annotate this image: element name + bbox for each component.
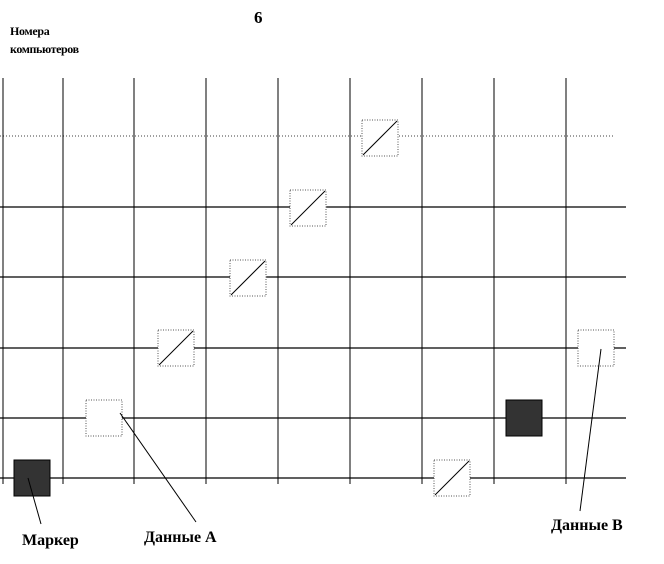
diagonal-hatch [158, 330, 194, 366]
diagonal-hatch [434, 460, 470, 496]
cell-data-a-hatched [361, 119, 399, 157]
figure-label: 6 [254, 8, 263, 27]
data-a-leader [119, 412, 197, 523]
marker-caption: Маркер [22, 532, 79, 549]
diagonal-hatch [230, 260, 266, 296]
cell-data-a [85, 399, 123, 437]
cell-data-a-hatched [157, 329, 195, 367]
y-axis-label-line-2: компьютеров [10, 42, 79, 56]
cell-data-a-hatched [289, 189, 327, 227]
cell-data-b [577, 329, 615, 367]
data-b-caption: Данные В [551, 517, 623, 534]
grid-cells [13, 119, 615, 497]
marker-leader [27, 477, 42, 525]
data-square [85, 399, 123, 437]
leader-lines [27, 348, 602, 525]
cell-data-b-hatched [433, 459, 471, 497]
marker-square [505, 399, 543, 437]
diagonal-hatch [290, 190, 326, 226]
cell-marker [505, 399, 543, 437]
marker-square [13, 459, 51, 497]
diagonal-hatch [362, 120, 398, 156]
data-a-caption: Данные А [144, 529, 217, 546]
cell-marker [13, 459, 51, 497]
y-axis-label-line-1: Номера [10, 24, 50, 38]
cell-data-a-hatched [229, 259, 267, 297]
data-square [577, 329, 615, 367]
data-b-leader [579, 348, 602, 512]
